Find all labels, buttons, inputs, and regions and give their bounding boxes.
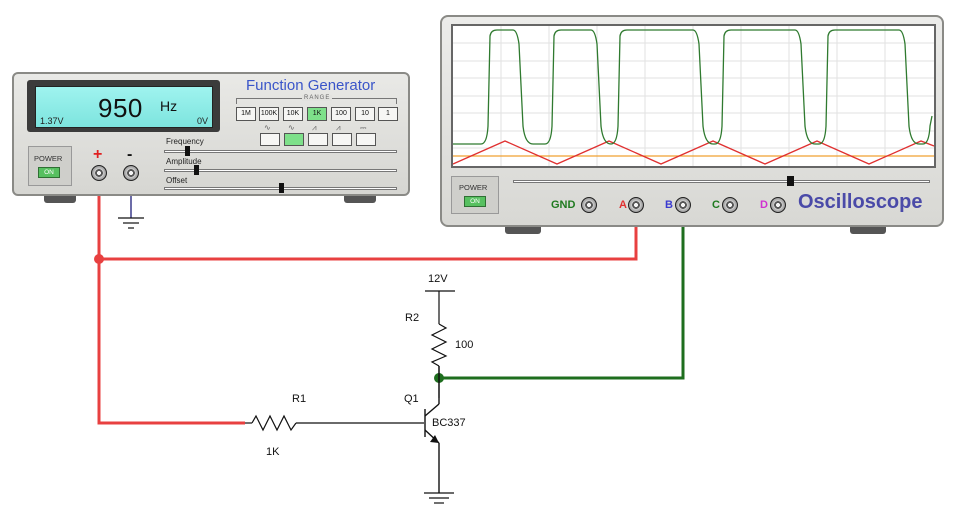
r1-value-label: 1K <box>266 446 280 458</box>
q1-ground-symbol <box>424 492 454 504</box>
r1-name-label: R1 <box>292 393 307 405</box>
fg-title: Function Generator <box>246 77 376 94</box>
range-button-100[interactable]: 100 <box>331 107 351 121</box>
reverse-sawtooth-wave-icon: ⩘ <box>336 123 341 132</box>
channel-d-label: D <box>760 199 768 211</box>
waveform-button-triangle[interactable] <box>284 133 304 146</box>
osc-power-label: POWER <box>459 183 488 192</box>
fg-ground-symbol <box>118 217 144 229</box>
fg-foot-right <box>344 196 376 203</box>
channel-d-terminal[interactable] <box>770 197 786 213</box>
channel-c-label: C <box>712 199 720 211</box>
offset-label: Offset <box>166 176 188 185</box>
range-label: RANGE <box>302 95 333 101</box>
frequency-label: Frequency <box>166 137 204 146</box>
oscilloscope-traces <box>453 26 934 166</box>
sine-wave-icon: ∿ <box>264 123 271 132</box>
channel-a-label: A <box>619 199 627 211</box>
green-wire <box>439 205 685 380</box>
waveform-button-square[interactable] <box>356 133 376 146</box>
fg-negative-terminal[interactable] <box>123 165 139 181</box>
waveform-button-sine[interactable] <box>260 133 280 146</box>
channel-b-label: B <box>665 199 673 211</box>
r2-resistor <box>430 323 448 367</box>
channel-gnd-label: GND <box>551 199 576 211</box>
supply-voltage-label: 12V <box>428 273 448 285</box>
frequency-slider-knob[interactable] <box>185 146 190 156</box>
r2-value-label: 100 <box>455 339 474 351</box>
osc-foot-left <box>505 227 541 234</box>
fg-positive-terminal[interactable] <box>91 165 107 181</box>
fg-display-right-readout: 0V <box>197 116 209 126</box>
amplitude-slider-track[interactable] <box>164 169 397 172</box>
waveform-button-sawtooth[interactable] <box>308 133 328 146</box>
osc-timebase-slider-track[interactable] <box>513 180 930 183</box>
fg-power-button[interactable]: ON <box>38 167 60 178</box>
r2-name-label: R2 <box>405 312 420 324</box>
frequency-slider-track[interactable] <box>164 150 397 153</box>
offset-slider-knob[interactable] <box>279 183 284 193</box>
channel-a-trace <box>453 140 934 165</box>
range-button-10k[interactable]: 10K <box>283 107 303 121</box>
channel-b-trace <box>453 29 933 145</box>
r1-resistor <box>251 414 297 432</box>
screen-grid <box>453 26 934 166</box>
fg-positive-sign: + <box>93 146 103 163</box>
osc-timebase-slider-knob[interactable] <box>787 176 794 186</box>
waveform-button-reverse-sawtooth[interactable] <box>332 133 352 146</box>
q1-part-label: BC337 <box>432 417 466 429</box>
channel-a-terminal[interactable] <box>628 197 644 213</box>
fg-power-panel <box>28 146 72 186</box>
fg-display <box>35 86 213 128</box>
fg-power-label: POWER <box>34 154 63 163</box>
q1-emitter-arrow <box>430 435 439 443</box>
red-wire <box>97 172 245 425</box>
red-junction <box>94 254 104 264</box>
square-wave-icon: ⎓ <box>360 123 367 132</box>
osc-power-button[interactable]: ON <box>464 196 486 207</box>
range-button-1[interactable]: 1 <box>378 107 398 121</box>
osc-power-panel <box>451 176 499 214</box>
q1-name-label: Q1 <box>404 393 419 405</box>
fg-foot-left <box>44 196 76 203</box>
range-button-100k[interactable]: 100K <box>259 107 279 121</box>
sawtooth-wave-icon: ⩘ <box>312 123 317 132</box>
range-button-10[interactable]: 10 <box>355 107 375 121</box>
triangle-wave-icon: ∿ <box>288 123 295 132</box>
amplitude-label: Amplitude <box>166 157 202 166</box>
range-button-1m[interactable]: 1M <box>236 107 256 121</box>
oscilloscope-title: Oscilloscope <box>798 191 923 213</box>
amplitude-slider-knob[interactable] <box>194 165 199 175</box>
range-button-1k[interactable]: 1K <box>307 107 327 121</box>
fg-negative-sign: - <box>127 146 133 163</box>
fg-display-left-readout: 1.37V <box>40 116 64 126</box>
channel-b-terminal[interactable] <box>675 197 691 213</box>
channel-c-terminal[interactable] <box>722 197 738 213</box>
channel-gnd-terminal[interactable] <box>581 197 597 213</box>
osc-foot-right <box>850 227 886 234</box>
q1-transistor <box>424 398 440 493</box>
fg-display-value: 950 <box>98 93 143 123</box>
fg-display-unit: Hz <box>160 98 178 114</box>
